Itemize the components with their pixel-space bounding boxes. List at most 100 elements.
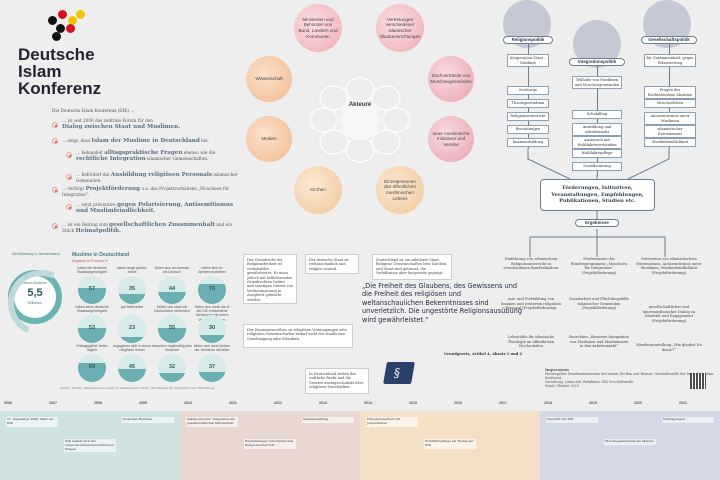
actor-islamic-representatives: Vertretungen verschiedener islamischer G… (376, 4, 424, 52)
stat-gauge: 69 (78, 354, 106, 382)
stat-gauge-fill (158, 291, 186, 304)
central-box: Förderungen, Initiativen, Veranstaltunge… (540, 179, 655, 211)
stat-gauge: 30 (198, 315, 226, 343)
stat-label: fühlen sich am ehesten als Deutsch (154, 266, 190, 275)
diamond-icon (52, 138, 58, 144)
stat-label: haben keine deutsche Staatsangehörigkeit (75, 305, 109, 314)
intro-row-2-pre: … zeigt, dass (62, 138, 91, 143)
stat-value: 30 (208, 325, 216, 331)
stat-gauge: 37 (198, 354, 226, 382)
stat-gauge: 45 (118, 354, 146, 382)
stat-gauge: 53 (78, 315, 106, 343)
logo-dot (48, 16, 57, 25)
society-item-2: Moscheeleben (644, 99, 696, 108)
stat-label: Freitagsgebet: beten täglich (76, 344, 108, 353)
stat-gauge-fill (78, 328, 106, 343)
intro-row-2-bold: Islam der Muslime in Deutschland (91, 138, 200, 144)
title-line-2: Islam (18, 62, 62, 81)
intro-row-3: … behandelt alltagspraktische Fragen ebe… (52, 150, 242, 162)
diamond-icon (52, 122, 58, 128)
stat-label: fühlen sich stark mit Deutschland verbun… (154, 305, 190, 314)
religion-item-5: Imamausbildung (507, 138, 549, 147)
tree-connectors (527, 148, 670, 257)
stat-value: 70 (208, 286, 216, 292)
stats-source: Quelle: Studie „Muslimisches Leben in De… (60, 386, 215, 390)
population-label: Bevölkerung in Deutschland (12, 252, 60, 256)
intro-lead: Die Deutsche Islam Konferenz (DIK) … (52, 108, 135, 113)
stat-gauge-fill (118, 294, 146, 304)
stat-gauge-fill (158, 327, 186, 343)
intro-row-3-post: ebenso wie die (183, 150, 216, 155)
flower-diagram (309, 77, 411, 163)
stat-value: 37 (208, 364, 216, 370)
intro-row-2-post: bei. (201, 138, 209, 143)
result-4: Aus- und Fortbildung von Imamen und weit… (500, 297, 562, 311)
logo-dot (76, 10, 85, 19)
intro-row-7-bold2: Heimatpolitik. (75, 228, 122, 234)
stat-value: 53 (88, 325, 96, 331)
timeline-year: 2007 (49, 401, 57, 405)
timeline-year: 2006 (4, 401, 12, 405)
timeline-item: Wohlfahrtspflege als Thema der DIK (424, 439, 476, 449)
stat-label: haben lange gelebt / Arbeit (116, 266, 148, 275)
actor-umbrella-associations: Dachverbände von Moscheegemeinden (428, 56, 474, 102)
integration-item-1: Schulalltag (572, 110, 622, 119)
intro-row-6: … setzt präventive gegen Polarisierung, … (52, 202, 242, 214)
intro-row-4-pre: … befördert die (76, 172, 110, 177)
intro-row-1: … ist seit 2006 das zentrale Forum für d… (52, 118, 242, 130)
intro-row-7-bold: gesellschaftlichen Zusammenhalt (109, 222, 215, 228)
society-item-5: Muslimfeindlichkeit (644, 138, 696, 147)
integration-item-2: Ausbildung und Arbeitsmarkt (572, 123, 622, 137)
stat-label: fühlen sich durch keinen der Verbände ve… (193, 344, 231, 353)
actor-churches: Kirchen (294, 166, 342, 214)
law-box-5: In Deutschland stehen das weltliche Rech… (305, 368, 369, 394)
intro-row-3-post2: islamischer Gemeinschaften. (146, 156, 209, 161)
stat-gauge-fill (158, 373, 186, 382)
timeline-year: 2016 (454, 401, 462, 405)
timeline-year: 2020 (634, 401, 642, 405)
religion-item-1: Seelsorge (507, 86, 549, 95)
intro-row-3-bold: alltagspraktische Fragen (104, 150, 183, 156)
result-8: Broschüre „Besserer Integration von Musl… (569, 335, 629, 349)
stat-label: besuchen regelmäßig eine Moschee (152, 344, 192, 353)
society-item-1: Fragen des Rechtsfriedens Muslime (644, 86, 696, 100)
timeline-year: 2013 (319, 401, 327, 405)
heading-gesellschaftspolitik: Gesellschaftspolitik (641, 36, 697, 44)
society-item-3: Antisemitismus unter Muslimen (644, 112, 696, 126)
timeline-year: 2019 (589, 401, 597, 405)
intro-row-5-post: u.a. des Projektvorhabens „Moscheen für … (62, 186, 230, 197)
stat-value: 44 (168, 286, 176, 292)
intro-row-4: … befördert die Ausbildung religiösen Pe… (52, 172, 242, 184)
intro-row-4-bold: Ausbildung religiösen Personals (110, 172, 213, 178)
integration-item-5: Sozialberatung (572, 162, 622, 171)
stat-gauge: 44 (158, 276, 186, 304)
intro-row-1-pre: … ist seit 2006 das zentrale Forum für d… (62, 118, 153, 123)
stat-label: haben die deutsche Staatsangehörigkeit (77, 266, 107, 275)
society-item-4: islamistischer Extremismus (644, 125, 696, 139)
timeline-year: 2010 (184, 401, 192, 405)
stat-value: 55 (168, 325, 176, 331)
timeline-item: Moscheegemeinden als Akteure (604, 439, 656, 445)
intro-row-4-post: islamischer Gemeinden. (76, 172, 238, 183)
intro-row-3-bold2: rechtliche Integration (76, 156, 146, 162)
stat-gauge: 32 (158, 354, 186, 382)
imprint-line-1: Herausgeber: Bundesministerium des Inner… (545, 372, 714, 380)
timeline-item: DIK befasst sich mit religionsverfassung… (64, 439, 116, 453)
actors-center-label: Akteure (348, 102, 372, 108)
circle-unit: Millionen (27, 301, 43, 305)
circle-value: 5,5 (27, 287, 43, 299)
stat-gauge: 23 (118, 315, 146, 343)
timeline-item: Neustart der DIK (546, 417, 598, 423)
timeline-item: Präventionsarbeit mit Jugendlichen (366, 417, 418, 427)
timeline-year: 2018 (544, 401, 552, 405)
logo-dots (48, 10, 108, 46)
logo-dot (52, 32, 61, 41)
integration-sub: Teilhabe von Muslimen und Moscheegemeind… (572, 76, 622, 90)
law-box-1: Das Grundrecht der Religionsfreiheit ist… (243, 254, 297, 304)
timeline-item: 27. September 2006: Start der DIK (6, 417, 58, 427)
stat-label: halten sich an Speisevorschriften (198, 266, 226, 275)
intro-row-6-bold: gegen Polarisierung, Antisemitismus und … (76, 202, 234, 214)
actor-ministries: Ministerien und Behörden von Bund, Lände… (294, 4, 342, 52)
